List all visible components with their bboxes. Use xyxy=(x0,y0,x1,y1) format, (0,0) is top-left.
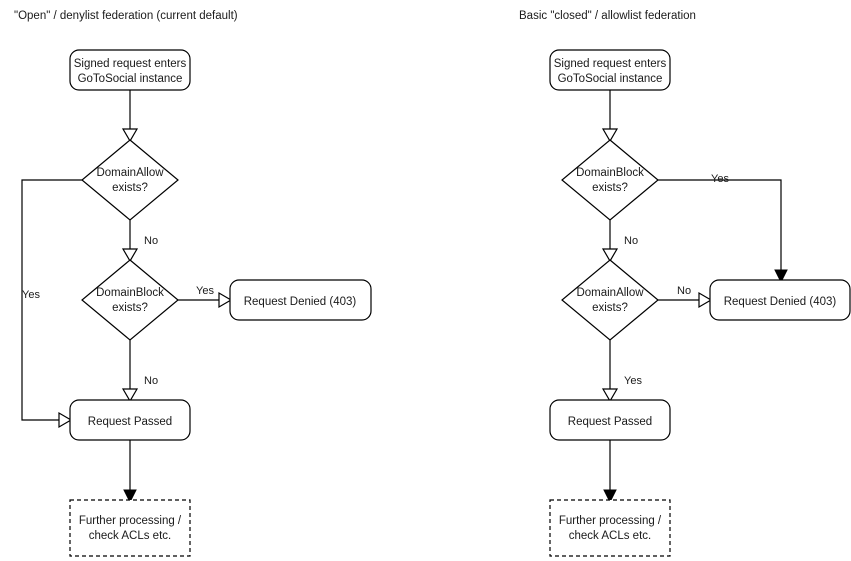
request-denied-label: Request Denied (403) xyxy=(724,296,837,308)
domainblock-label-line1: DomainBlock xyxy=(96,287,164,299)
edge-domainallow-yes-left: Yes xyxy=(21,179,82,429)
entry-label-line1: Signed request enters xyxy=(74,58,187,70)
request-denied-label: Request Denied (403) xyxy=(244,296,357,308)
panel-title-closed-allowlist: Basic "closed" / allowlist federation xyxy=(519,10,696,22)
panel-title-open-denylist: "Open" / denylist federation (current de… xyxy=(14,10,238,22)
node-further-processing-left[interactable]: Further processing / check ACLs etc. xyxy=(69,499,191,557)
edge-passed-to-further-right xyxy=(603,440,617,504)
domainallow-label-line2: exists? xyxy=(592,302,628,314)
panel-open-denylist: "Open" / denylist federation (current de… xyxy=(14,10,372,557)
panel-closed-allowlist: Basic "closed" / allowlist federation Si… xyxy=(519,10,851,557)
further-processing-label-line1: Further processing / xyxy=(79,515,182,527)
node-entry-right[interactable]: Signed request enters GoToSocial instanc… xyxy=(549,49,671,91)
edge-label-domainblock-yes: Yes xyxy=(196,285,214,297)
edge-domainblock-yes-right: Yes xyxy=(658,173,788,284)
edge-passed-to-further-left xyxy=(123,440,137,504)
edge-label-domainblock-yes: Yes xyxy=(711,173,729,185)
domainblock-label-line2: exists? xyxy=(112,302,148,314)
request-denied-box-shape xyxy=(709,279,851,321)
node-decision-domainblock-right[interactable]: DomainBlock exists? xyxy=(561,139,659,221)
request-denied-box-shape xyxy=(229,279,372,321)
domainblock-diamond-shape xyxy=(81,259,179,341)
edge-domainallow-no-right: No xyxy=(658,285,713,309)
domainblock-label-line1: DomainBlock xyxy=(576,167,644,179)
edge-label-domainallow-yes: Yes xyxy=(624,375,642,387)
edge-label-domainallow-no: No xyxy=(144,235,158,247)
node-decision-domainallow-left[interactable]: DomainAllow exists? xyxy=(81,139,179,221)
entry-label-line1: Signed request enters xyxy=(554,58,667,70)
edge-label-domainallow-yes: Yes xyxy=(22,289,40,301)
node-request-denied-left[interactable]: Request Denied (403) xyxy=(229,279,372,321)
node-decision-domainallow-right[interactable]: DomainAllow exists? xyxy=(561,259,659,341)
domainallow-diamond-shape xyxy=(81,139,179,221)
domainallow-diamond-shape xyxy=(561,259,659,341)
request-passed-label: Request Passed xyxy=(568,416,652,428)
request-passed-label: Request Passed xyxy=(88,416,172,428)
edge-domainblock-no-left: No xyxy=(121,340,158,403)
domainblock-diamond-shape xyxy=(561,139,659,221)
edge-domainallow-no-left: No xyxy=(121,220,158,263)
edge-entry-to-domainblock-right xyxy=(601,90,619,143)
node-request-passed-left[interactable]: Request Passed xyxy=(69,399,191,441)
edge-entry-to-domainallow xyxy=(121,90,139,143)
further-processing-label-line2: check ACLs etc. xyxy=(569,530,651,542)
further-processing-label-line2: check ACLs etc. xyxy=(89,530,171,542)
node-request-denied-right[interactable]: Request Denied (403) xyxy=(709,279,851,321)
domainallow-label-line1: DomainAllow xyxy=(96,167,164,179)
edge-domainblock-yes-left: Yes xyxy=(178,285,233,309)
domainallow-label-line2: exists? xyxy=(112,182,148,194)
node-request-passed-right[interactable]: Request Passed xyxy=(549,399,671,441)
entry-label-line2: GoToSocial instance xyxy=(558,73,663,85)
node-further-processing-right[interactable]: Further processing / check ACLs etc. xyxy=(549,499,671,557)
edge-label-domainblock-no: No xyxy=(624,235,638,247)
edge-label-domainblock-no: No xyxy=(144,375,158,387)
node-decision-domainblock-left[interactable]: DomainBlock exists? xyxy=(81,259,179,341)
entry-label-line2: GoToSocial instance xyxy=(78,73,183,85)
edge-domainblock-no-right: No xyxy=(601,220,638,263)
edge-label-domainallow-no: No xyxy=(677,285,691,297)
node-entry-left[interactable]: Signed request enters GoToSocial instanc… xyxy=(69,49,191,91)
edge-domainallow-yes-right: Yes xyxy=(601,340,642,403)
domainallow-label-line1: DomainAllow xyxy=(576,287,644,299)
further-processing-box-shape xyxy=(69,499,191,557)
domainblock-label-line2: exists? xyxy=(592,182,628,194)
further-processing-box-shape xyxy=(549,499,671,557)
further-processing-label-line1: Further processing / xyxy=(559,515,662,527)
